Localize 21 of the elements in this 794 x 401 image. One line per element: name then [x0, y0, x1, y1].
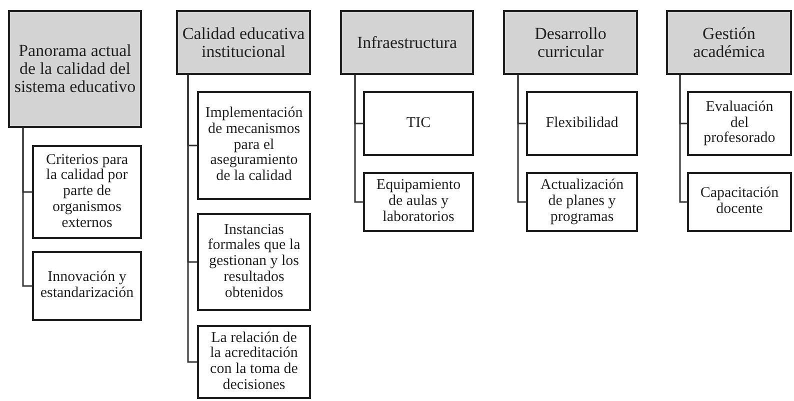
category-box: Desarrollo curricular: [503, 10, 638, 75]
topic-box: Flexibilidad: [526, 91, 638, 156]
category-box: Calidad educativa institucional: [176, 10, 311, 75]
topic-box: Actualización de planes y programas: [526, 172, 638, 232]
topic-box: La relación de la acreditación con la toma de decisiones: [197, 325, 311, 399]
topic-box: Capacitación docente: [687, 172, 792, 232]
connector-line: [354, 75, 363, 203]
topic-box: Instancias formales que la gestionan y los resultados obtenidos: [197, 213, 311, 311]
connector-line: [22, 128, 32, 287]
topic-box: TIC: [363, 91, 474, 156]
topic-box: Implementación de mecanismos para el aseguramiento de la calidad: [197, 91, 311, 200]
category-box: Panorama actual de la calidad del sistema educativo: [8, 10, 142, 128]
connector-line: [187, 75, 197, 363]
connector-line: [517, 75, 526, 203]
category-box: Infraestructura: [340, 10, 474, 75]
topic-box: Innovación y estandarización: [32, 251, 142, 321]
category-box: Gestión académica: [666, 10, 792, 75]
topic-box: Equipamiento de aulas y laboratorios: [363, 172, 474, 232]
topic-box: Criterios para la calidad por parte de organismos externos: [32, 145, 142, 239]
connector-line: [679, 75, 687, 203]
topic-box: Evaluación del profesorado: [687, 91, 792, 156]
